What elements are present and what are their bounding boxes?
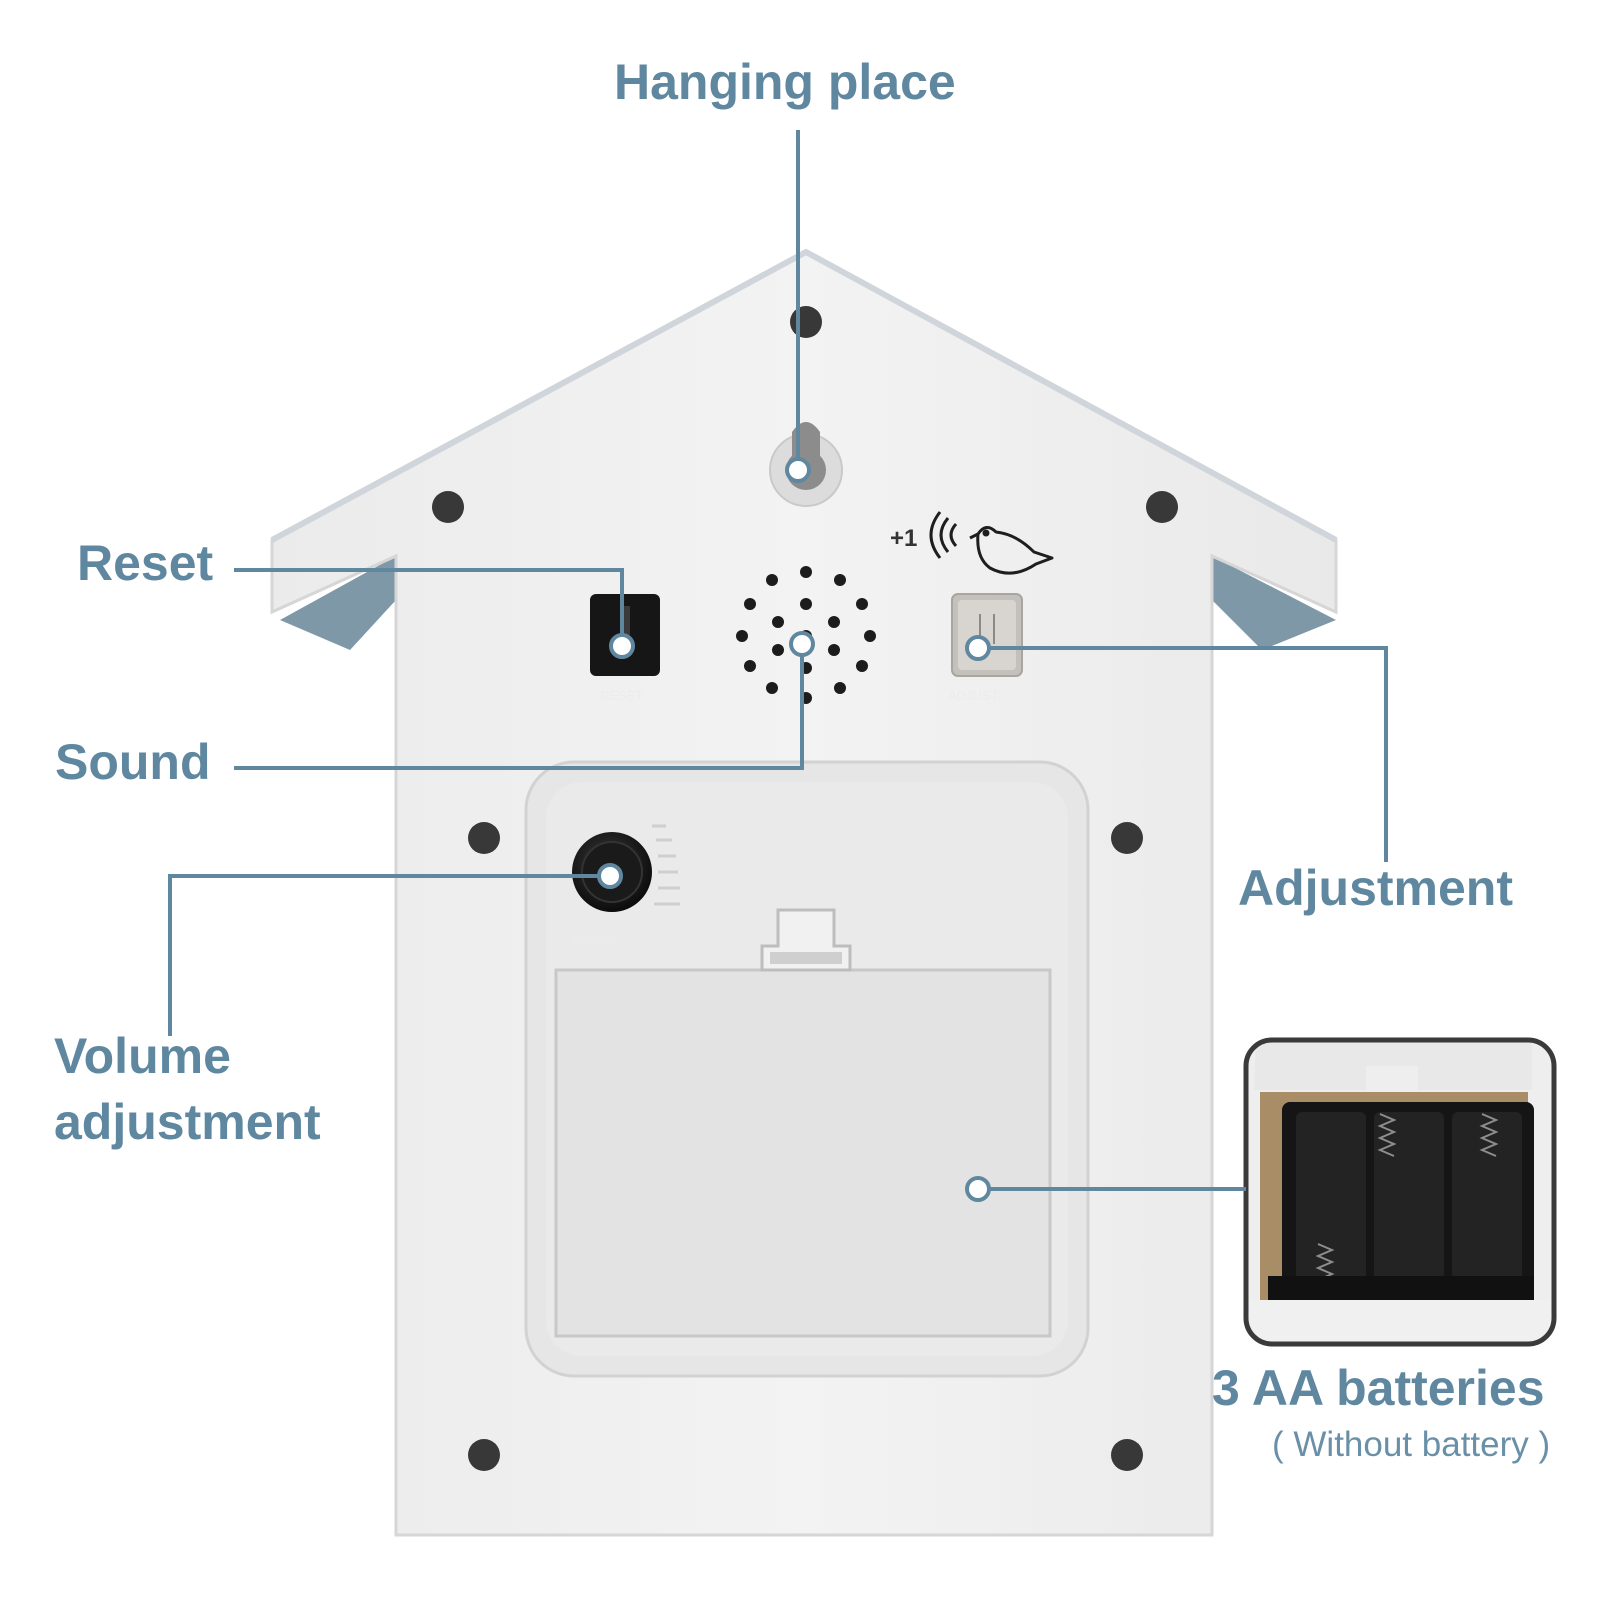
pointer-dot-adjustment [965,635,991,661]
inset-frame [1243,1037,1557,1347]
pointer-dot-hanging-place [785,457,811,483]
callout-volume-adjustment-line2: adjustment [54,1094,321,1150]
callout-reset: Reset [77,535,214,591]
screw-hole [1111,1439,1143,1471]
screw-hole [432,491,464,523]
pointer-dot-sound [789,631,815,657]
callout-batteries-note: ( Without battery ) [1272,1425,1551,1464]
leader-line-sound [234,644,804,770]
clock-body: RESET +1 [270,248,1338,1537]
screw-hole [790,306,822,338]
svg-text:RESET: RESET [600,688,643,703]
battery-cover [554,908,1052,1338]
roof-edge [270,248,1338,543]
battery-compartment-inset [1243,1037,1557,1347]
bird-icon [969,526,1054,575]
pointer-dot-batteries [965,1176,991,1202]
sound-wave-icon [929,511,958,559]
leader-line-reset [234,568,624,646]
leader-line-volume [168,874,610,1036]
callout-batteries: 3 AA batteries [1212,1360,1545,1416]
screw-hole [1146,491,1178,523]
chime-adjust-marking: +1 [890,511,1054,575]
leader-lines [168,130,1388,1191]
pointer-dots [597,457,991,1202]
leader-line-adjustment [978,646,1388,862]
pointer-dot-reset [609,633,635,659]
callout-volume-adjustment-line1: Volume [54,1028,231,1084]
callout-hanging-place: Hanging place [614,54,956,110]
battery-holder [1268,1102,1534,1302]
screw-hole [1111,822,1143,854]
screw-holes [432,306,1178,1471]
screw-hole [468,822,500,854]
svg-text:Volume: Volume [572,932,615,947]
svg-text:ADJUST: ADJUST [948,688,999,703]
adjustment-button [951,593,1023,677]
screw-hole [468,1439,500,1471]
speaker-grille [736,566,876,704]
callout-sound: Sound [55,734,211,790]
right-eave-shadow [1212,556,1336,650]
chime-increment-label: +1 [890,525,917,552]
pointer-dot-volume [597,863,623,889]
left-eave-shadow [280,556,396,650]
callout-adjustment: Adjustment [1238,860,1513,916]
